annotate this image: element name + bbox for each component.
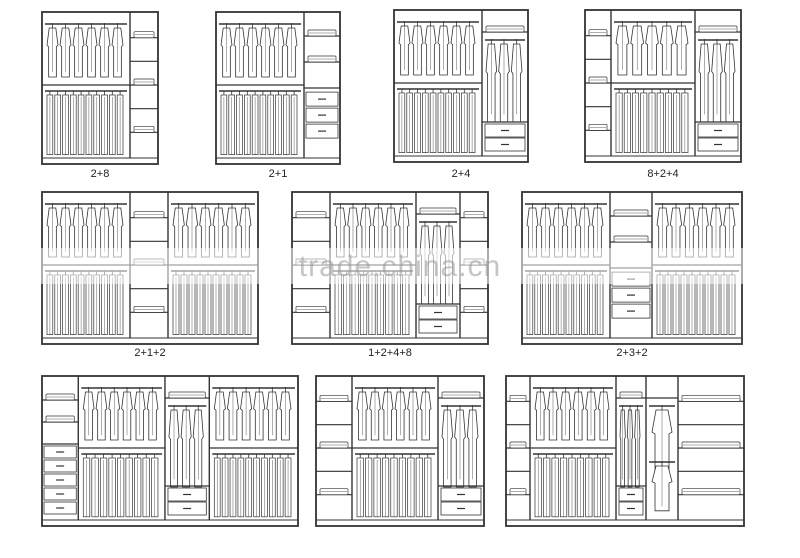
wardrobe-cabinet: 2+4 [393, 9, 529, 180]
section-hang-split [394, 21, 482, 153]
section-long-hang-drawers [695, 25, 741, 152]
watermark-band [0, 248, 800, 284]
cabinet-label: 8+2+4 [647, 168, 678, 180]
section-hang-split [78, 387, 165, 518]
section-shelves [585, 29, 611, 131]
wardrobe-cabinet [315, 375, 485, 527]
wardrobe-cabinet [505, 375, 745, 527]
section-hang-split [522, 203, 610, 335]
section-hang-split [652, 203, 742, 335]
wardrobe-cabinet: 2+1 [215, 11, 341, 180]
section-hang-split [209, 387, 298, 518]
cabinet-label: 2+8 [91, 168, 110, 180]
section-hang-split [611, 21, 695, 153]
section-hang-split [352, 387, 438, 518]
section-shelves [506, 394, 530, 496]
cabinet-label: 1+2+4+8 [368, 347, 412, 359]
section-shelves [130, 31, 158, 133]
watermark-text: trade.china.cn [298, 250, 502, 283]
cabinet-label: 2+4 [452, 168, 471, 180]
cabinet-label: 2+3+2 [616, 347, 647, 359]
section-long-hang-drawers [616, 391, 646, 516]
section-hang-split [330, 203, 416, 335]
section-hang-split [42, 203, 130, 335]
wardrobe-cabinet: 8+2+4 [584, 9, 742, 180]
section-hang-split [530, 387, 616, 518]
section-hang-split [42, 23, 130, 155]
section-long-hang-drawers [438, 391, 484, 516]
section-shelves [678, 394, 744, 496]
cabinet-label: 2+1+2 [134, 347, 165, 359]
section-shelves [316, 394, 352, 496]
section-shelves-drawers [304, 29, 340, 139]
section-drawers [42, 393, 79, 515]
section-long-hang [646, 397, 678, 512]
section-hang-split [216, 23, 304, 155]
wardrobe-cabinet: 2+8 [41, 11, 159, 180]
section-long-hang-drawers [164, 391, 210, 516]
section-long-hang-drawers [482, 25, 528, 152]
wardrobe-cabinet [41, 375, 299, 527]
cabinet-label: 2+1 [269, 168, 288, 180]
